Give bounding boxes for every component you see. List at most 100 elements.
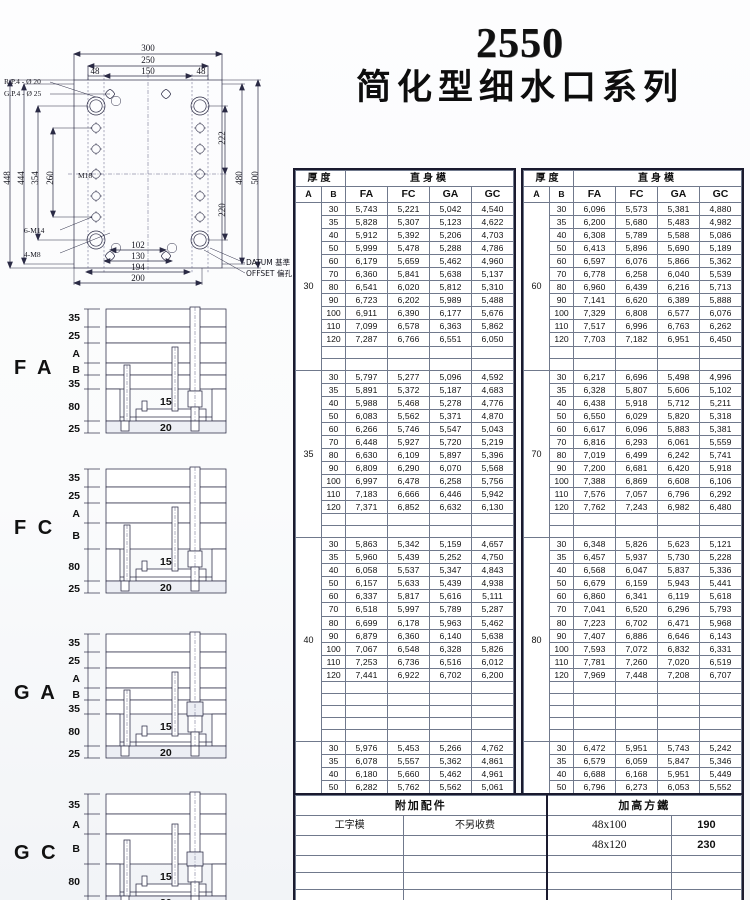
cell-ga: 5,562: [429, 780, 472, 795]
cell-ga: 6,420: [657, 460, 700, 475]
plan-dim-48-left: 48: [91, 66, 101, 76]
cell-blank: [699, 728, 742, 742]
cell-blank: [657, 357, 700, 371]
cell-fc: 6,666: [387, 487, 430, 502]
cell-fc: 6,390: [387, 306, 430, 321]
cell-blank: [429, 692, 472, 706]
cell-blank: [573, 357, 616, 371]
cell-b-value: 30: [549, 201, 574, 217]
fa-dim-5: 80: [68, 401, 80, 413]
cell-b-value: 110: [321, 319, 346, 334]
cell-fc: 5,453: [387, 740, 430, 756]
table-row-blank: [524, 525, 742, 539]
cell-gc: 6,076: [699, 306, 742, 321]
header-col-a: A: [523, 186, 550, 203]
cell-fc: 7,243: [615, 500, 658, 515]
cell-ga: 5,462: [429, 767, 472, 782]
cell-fc: 5,896: [615, 241, 658, 256]
cell-b-value: 60: [549, 254, 574, 269]
header-thickness: 厚度: [295, 170, 346, 187]
fc-dim-5: 25: [68, 583, 80, 595]
cell-gc: 5,086: [699, 228, 742, 243]
cell-a-value: 30: [295, 202, 322, 371]
cell-fc: 5,997: [387, 602, 430, 617]
cell-b-value: 70: [321, 434, 346, 449]
header-col-fa: FA: [345, 186, 388, 203]
ga-dim-0: 35: [68, 637, 80, 649]
cell-blank: [615, 692, 658, 706]
cell-blank: [657, 716, 700, 730]
cell-b-value: 60: [321, 421, 346, 436]
cell-fa: 7,067: [345, 641, 388, 656]
cell-gc: 5,346: [699, 754, 742, 769]
cell-fa: 6,083: [345, 408, 388, 423]
cell-gc: 5,061: [471, 780, 514, 795]
cell-blank: [429, 704, 472, 718]
cell-fc: 5,562: [387, 408, 430, 423]
cell-ga: 6,053: [657, 780, 700, 795]
cell-blank: [549, 525, 574, 539]
cell-blank: [615, 704, 658, 718]
cell-ga: 5,123: [429, 215, 472, 230]
accessory-blank-a: [294, 835, 405, 856]
accessories-row-5: [294, 889, 743, 900]
accessory-blank-d: [403, 855, 548, 873]
cell-fa: 6,679: [573, 576, 616, 591]
cell-fc: 6,520: [615, 602, 658, 617]
cell-fc: 6,202: [387, 293, 430, 308]
cell-gc: 4,996: [699, 369, 742, 384]
accessories-row-4: [294, 872, 743, 890]
cell-fa: 5,743: [345, 201, 388, 217]
table-row-blank: [524, 513, 742, 527]
cell-fc: 5,659: [387, 254, 430, 269]
cell-blank: [387, 345, 430, 359]
cell-blank: [345, 680, 388, 694]
cell-ga: 6,446: [429, 487, 472, 502]
cell-b-value: 50: [549, 408, 574, 423]
cell-blank: [549, 716, 574, 730]
cell-blank: [429, 680, 472, 694]
cell-gc: 6,292: [699, 487, 742, 502]
cell-fc: 6,360: [387, 628, 430, 643]
cell-fc: 5,807: [615, 382, 658, 397]
accessory-blank-e: [294, 872, 405, 890]
cell-blank: [699, 357, 742, 371]
cell-ga: 5,381: [657, 201, 700, 217]
cell-fc: 5,392: [387, 228, 430, 243]
table-header-row: 厚度 直身模: [523, 170, 742, 187]
header-body-type: 直身模: [573, 170, 742, 187]
cell-fa: 6,617: [573, 421, 616, 436]
plan-dim-222: 222: [217, 131, 227, 145]
cell-gc: 6,200: [471, 667, 514, 682]
cell-ga: 6,040: [657, 267, 700, 282]
cell-b-value: 35: [549, 754, 574, 769]
title-model-number: 2550: [476, 21, 564, 67]
cell-b-value: 100: [549, 306, 574, 321]
cell-b-value: 90: [549, 460, 574, 475]
cell-gc: 5,111: [471, 589, 514, 604]
cell-fa: 5,988: [345, 395, 388, 410]
cell-blank: [573, 728, 616, 742]
cell-ga: 6,242: [657, 447, 700, 462]
cell-ga: 6,796: [657, 487, 700, 502]
cell-fc: 6,293: [615, 434, 658, 449]
cell-fa: 7,041: [573, 602, 616, 617]
cell-blank: [345, 345, 388, 359]
cell-blank: [345, 716, 388, 730]
cell-gc: 5,539: [699, 267, 742, 282]
plan-label-rp: R.P.4 - Ø 20: [4, 77, 41, 86]
fc-dim-0: 35: [68, 472, 80, 484]
cell-fa: 6,157: [345, 576, 388, 591]
cell-fa: 6,078: [345, 754, 388, 769]
cell-blank: [657, 704, 700, 718]
